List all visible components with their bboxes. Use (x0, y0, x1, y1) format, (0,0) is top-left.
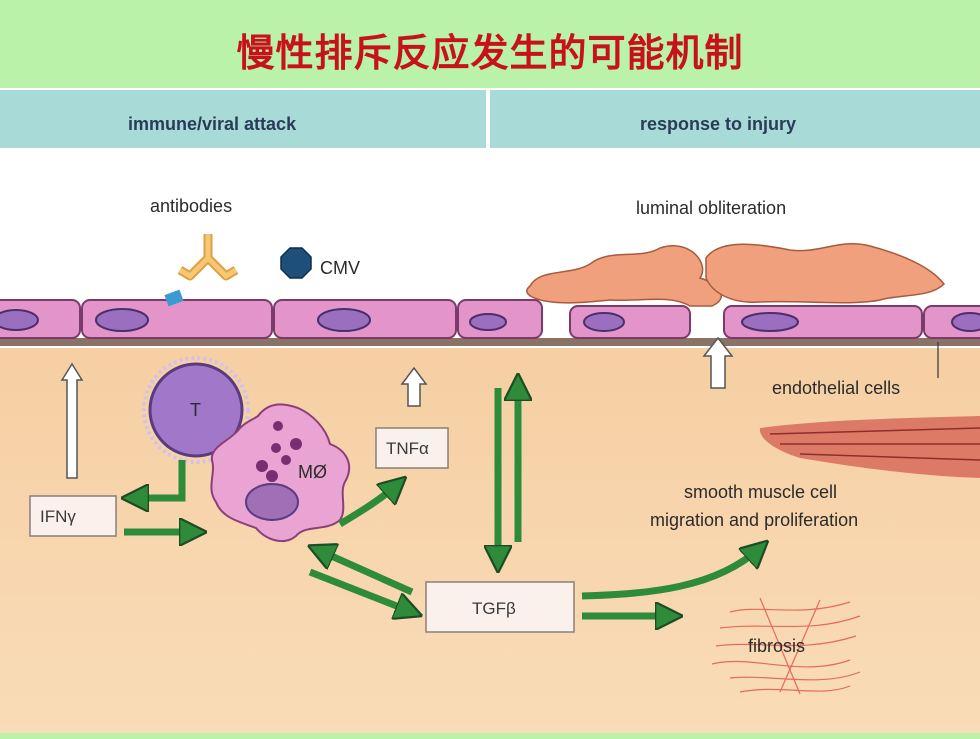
header-right: response to injury (640, 114, 796, 134)
header-left: immune/viral attack (128, 114, 297, 134)
tgf-beta-box (425, 581, 575, 633)
tgf-beta-label: TGFβ (472, 599, 516, 618)
cmv-virus-icon (280, 247, 312, 279)
smc-label-line1: smooth muscle cell (684, 482, 837, 502)
endothelial-layer (0, 299, 980, 339)
tnf-alpha-label: TNFα (386, 439, 429, 458)
t-cell-to-ifn-arrow (132, 460, 186, 498)
macrophage-label: MØ (298, 462, 327, 482)
luminal-obliteration-mass (526, 242, 945, 307)
cmv-label: CMV (320, 258, 360, 278)
tgf-to-macrophage-arrow (318, 550, 414, 596)
tnf-alpha-box (375, 427, 449, 469)
ifn-gamma-box (29, 495, 117, 537)
up-arrow-icon (400, 366, 428, 407)
macrophage-to-tgf-arrow (308, 568, 412, 612)
basement-membrane (0, 338, 980, 346)
t-cell (148, 362, 244, 458)
antibodies-label: antibodies (150, 196, 232, 216)
macrophage-cell (210, 403, 351, 543)
tgf-to-smc-arrow (581, 548, 760, 600)
smc-label-line2: migration and proliferation (650, 510, 858, 530)
up-arrow-icon (60, 362, 84, 479)
t-cell-label: T (190, 400, 201, 420)
ifn-gamma-label: IFNγ (40, 507, 76, 526)
luminal-obliteration-label: luminal obliteration (636, 198, 786, 218)
antibody-icon (164, 234, 239, 307)
title-bar: 慢性排斥反应发生的可能机制 (0, 0, 980, 88)
header-left-band (0, 90, 486, 148)
macrophage-nucleus (245, 483, 299, 521)
diagram: immune/viral attack response to injury a… (0, 88, 980, 735)
subendothelial-tissue (0, 348, 980, 735)
fibrosis-strands (711, 597, 861, 695)
macrophage-granules (256, 421, 302, 482)
macrophage-to-tnf-arrow (338, 484, 398, 528)
cytokine-arrows (124, 384, 760, 616)
page-title: 慢性排斥反应发生的可能机制 (236, 31, 744, 75)
smooth-muscle-fibres (759, 416, 980, 478)
fibrosis-label: fibrosis (748, 636, 805, 656)
header-right-band (490, 90, 980, 148)
up-arrow-icon (702, 336, 734, 389)
endothelial-cells-label: endothelial cells (772, 378, 900, 398)
